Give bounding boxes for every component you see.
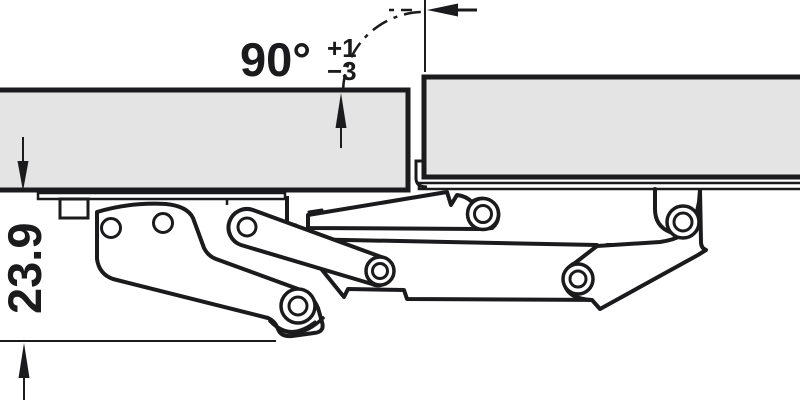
depth-arrow-up bbox=[18, 343, 30, 400]
foot-shoe-inner bbox=[276, 320, 317, 333]
mounting-plates bbox=[36, 159, 800, 229]
right-hanger-bracket bbox=[653, 187, 672, 234]
pivot-ring-cabinet bbox=[665, 204, 701, 240]
angle-arc-arrow bbox=[335, 93, 347, 148]
opening-angle-arc bbox=[341, 10, 425, 92]
annotations bbox=[0, 0, 477, 400]
pivot-ring-center-left bbox=[364, 255, 396, 287]
hinge-mechanism bbox=[95, 187, 708, 339]
pivot-ring-upper-link bbox=[465, 196, 501, 232]
left-plate-tab bbox=[58, 197, 90, 220]
closing-direction-arrow bbox=[427, 3, 477, 17]
flap-panel-left bbox=[0, 87, 411, 193]
panels bbox=[0, 74, 800, 193]
pivot-hole-2 bbox=[152, 212, 174, 234]
pivot-ring-center-right bbox=[561, 262, 595, 296]
angle-tolerance-plus: +1 bbox=[327, 33, 357, 63]
depth-label: 23.9 bbox=[0, 223, 51, 314]
labels: 90° +1 −3 23.9 bbox=[0, 33, 357, 314]
angle-tolerance-minus: −3 bbox=[327, 56, 357, 86]
pivot-ring-foot bbox=[279, 287, 317, 325]
angle-label: 90° bbox=[240, 33, 311, 86]
cabinet-panel-right bbox=[421, 74, 800, 180]
pivot-hole-1 bbox=[100, 217, 122, 239]
upper-link-step bbox=[307, 208, 324, 214]
depth-arrow-down bbox=[17, 137, 29, 191]
right-mounting-plate bbox=[417, 181, 800, 191]
right-panel-hook-bracket bbox=[414, 159, 428, 189]
pivot-hole-3 bbox=[236, 216, 258, 238]
